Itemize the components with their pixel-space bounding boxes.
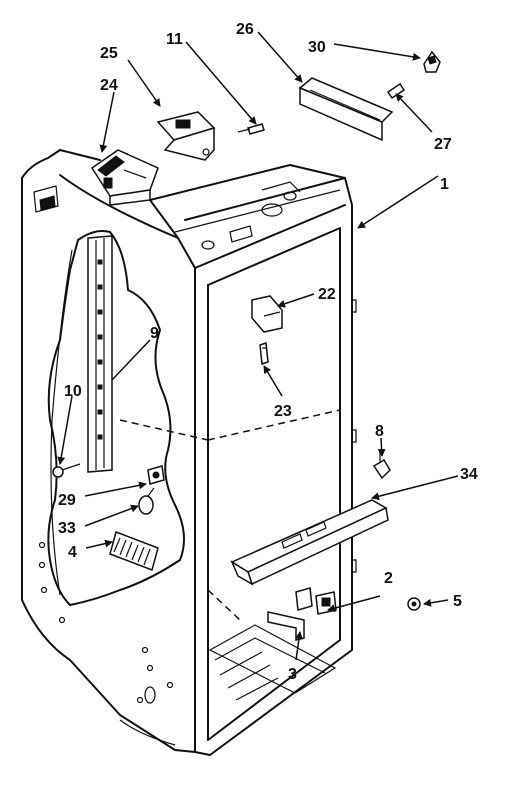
callout-23: 23 (274, 403, 292, 420)
callout-10: 10 (64, 383, 82, 400)
callout-24: 24 (100, 77, 118, 94)
callout-11: 11 (166, 31, 183, 48)
control-housing-part-24 (90, 149, 159, 206)
callout-34: 34 (460, 466, 478, 483)
callout-labels: 1 2 3 4 5 8 9 10 11 22 23 24 25 26 27 29… (58, 21, 478, 683)
callout-4: 4 (68, 544, 77, 561)
callout-22: 22 (318, 286, 336, 303)
callout-3: 3 (288, 666, 297, 683)
bracket-part-22 (251, 295, 283, 333)
callout-2: 2 (384, 570, 393, 587)
leader-lines (57, 31, 459, 661)
callout-1: 1 (440, 176, 449, 193)
callout-9: 9 (150, 325, 159, 342)
screw-part-27 (386, 82, 406, 100)
vent-grille-part-4 (109, 531, 159, 571)
bracket-part-3 (267, 611, 305, 641)
top-rail-part-26 (298, 77, 394, 142)
callout-33: 33 (58, 520, 76, 537)
screw-part-10 (52, 463, 81, 478)
callout-8: 8 (375, 423, 384, 440)
screw-part-23 (259, 341, 269, 366)
bulb-part-33 (138, 487, 155, 515)
callout-5: 5 (453, 593, 462, 610)
bracket-part-2 (295, 587, 337, 615)
callout-25: 25 (100, 45, 118, 62)
callout-29: 29 (58, 492, 76, 509)
cutaway-outline (47, 230, 185, 606)
callout-26: 26 (236, 21, 254, 38)
light-switch-part-29 (147, 465, 165, 485)
bracket-part-25 (156, 111, 216, 161)
cabinet-liner (21, 149, 357, 756)
clip-part-30 (423, 50, 441, 73)
screw-part-11 (237, 123, 265, 135)
vertical-channel-part-9 (87, 235, 113, 473)
callout-27: 27 (434, 136, 452, 153)
screw-part-5 (407, 597, 421, 611)
deflector-part-34 (230, 499, 389, 586)
callout-30: 30 (308, 39, 326, 56)
